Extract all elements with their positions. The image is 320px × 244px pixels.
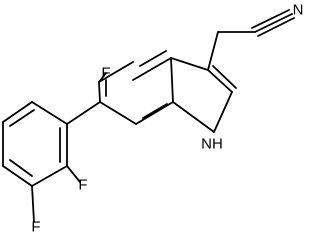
bond-c4prime-c3prime — [2, 165, 33, 187]
bond-c2-n1 — [213, 91, 233, 133]
bond-c6prime-c5prime — [2, 101, 33, 123]
bond-nitrile-3 — [251, 9, 290, 29]
bond-c6-c5 — [98, 81, 101, 103]
bond-c7-c6 — [99, 101, 137, 125]
bond-c5-f — [98, 72, 107, 83]
atom-label-nitrile-nitrogen: N — [293, 2, 304, 19]
bond-c7a-c7 — [135, 101, 174, 125]
bond-c5-c4 — [98, 61, 134, 83]
bond-c3prime-c2prime — [31, 165, 68, 187]
bond-c7-c7a-inner — [142, 103, 168, 119]
atom-label-indole-nh: NH — [201, 136, 223, 153]
bond-n1-c7a — [172, 101, 215, 133]
bond-c6-c1prime — [66, 101, 101, 125]
bond-c1prime-c6prime — [31, 101, 68, 125]
bond-c5-c4-inner — [139, 50, 167, 67]
bond-c4a-c3 — [170, 57, 209, 71]
bond-c2prime-f — [66, 165, 81, 183]
bond-layer — [2, 9, 295, 223]
bond-c3-c2 — [207, 69, 233, 93]
bond-nitrile-2 — [257, 17, 295, 37]
bond-c3-ch2 — [207, 31, 219, 71]
bond-c3prime-f — [31, 185, 35, 223]
atom-label-fluorine-5: F — [101, 65, 110, 82]
bond-c4a-c7a — [170, 57, 174, 103]
bond-c6prime-c5prime-inner — [9, 109, 35, 127]
bond-nitrile-1 — [254, 13, 293, 33]
bond-c4prime-c3prime-inner — [9, 159, 33, 177]
atom-label-fluorine-3prime: F — [31, 219, 40, 236]
atom-label-fluorine-2prime: F — [78, 177, 87, 194]
bond-c4-c4a — [132, 57, 172, 81]
bond-c3-c2-inner — [212, 65, 237, 89]
